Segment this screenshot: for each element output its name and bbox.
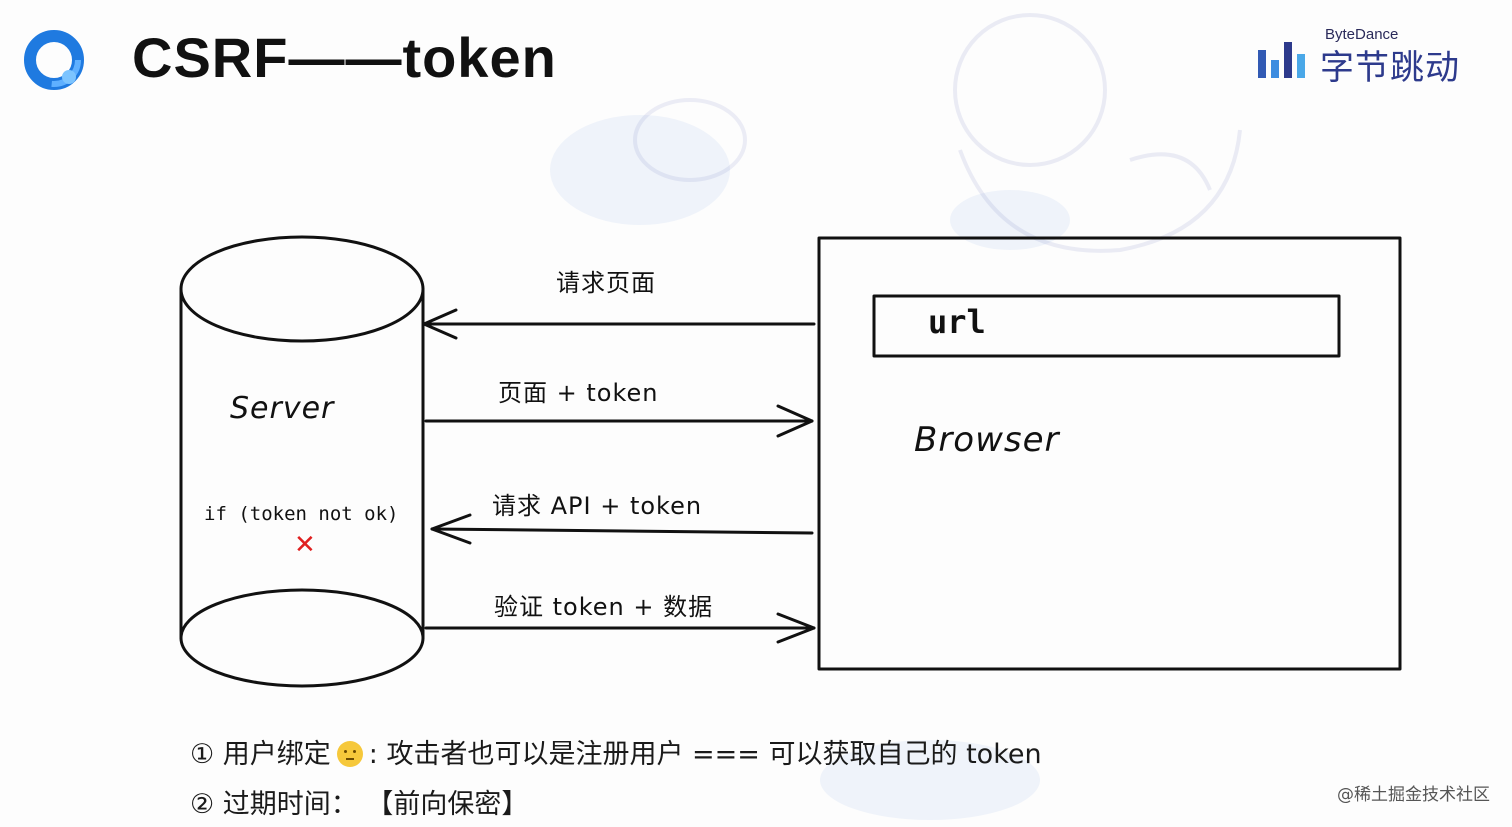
reject-cross-icon: ✕	[294, 530, 316, 560]
arrow-api-token-head	[430, 513, 472, 545]
server-cylinder-bottom	[179, 588, 425, 688]
note-user-binding-suffix: : 攻击者也可以是注册用户 === 可以获取自己的 token	[368, 739, 1042, 770]
bytedance-logo: ByteDance 字节跳动	[1256, 26, 1496, 90]
browser-label: Browser	[914, 420, 1060, 460]
note-user-binding-prefix: ① 用户绑定	[190, 739, 331, 770]
arrow-page-token-head	[776, 404, 814, 438]
thinking-face-icon	[336, 741, 363, 767]
arrow-label-api-token: 请求 API + token	[492, 492, 703, 520]
browser-url-bar	[872, 294, 1341, 358]
app-logo-icon	[24, 30, 84, 90]
arrow-api-token-line	[430, 527, 814, 535]
server-cylinder-top	[179, 235, 425, 343]
server-label: Server	[230, 391, 335, 426]
watermark-text: @稀土掘金技术社区	[1337, 785, 1490, 805]
server-condition-label: if (token not ok)	[204, 503, 399, 525]
note-expiry: ② 过期时间： 【前向保密】	[190, 789, 529, 820]
bytedance-bars-icon	[1258, 42, 1305, 78]
url-label: url	[928, 303, 986, 341]
browser-window-frame	[817, 236, 1402, 671]
arrow-label-page-token: 页面 + token	[498, 379, 659, 407]
arrow-verify-token-head	[776, 612, 816, 644]
arrow-request-page-head	[422, 308, 458, 340]
note-user-binding: ① 用户绑定 : 攻击者也可以是注册用户 === 可以获取自己的 token	[190, 732, 1042, 771]
page-title: CSRF——token	[132, 26, 557, 89]
arrow-label-verify-token: 验证 token + 数据	[494, 593, 714, 621]
brand-name-cn: 字节跳动	[1320, 48, 1460, 88]
arrow-label-request-page: 请求页面	[556, 269, 656, 297]
brand-name-en: ByteDance	[1325, 26, 1399, 43]
